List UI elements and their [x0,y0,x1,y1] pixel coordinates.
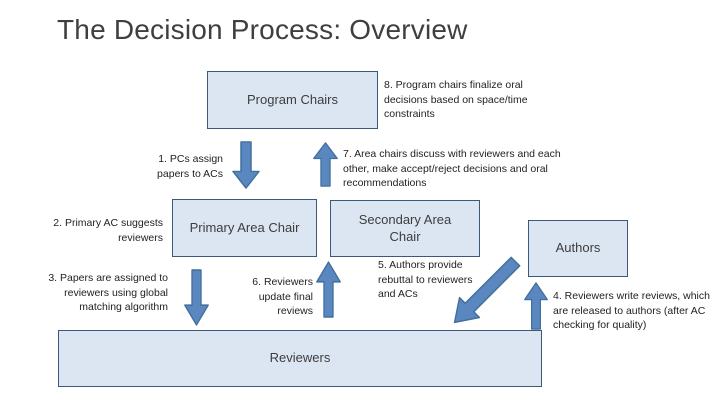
arrow-reviewers-to-ac-up-icon [315,261,342,318]
arrow-authors-to-reviewers-diagonal-icon [443,250,526,333]
reviewers-box: Reviewers [58,330,542,387]
secondary-area-chair-label: Secondary Area Chair [358,212,452,244]
step-2-text: 2. Primary AC suggests reviewers [53,217,163,244]
step-5-text: 5. Authors provide rebuttal to reviewers… [378,259,473,301]
arrow-ac-to-pc-up-icon [312,142,339,187]
program-chairs-label: Program Chairs [246,91,339,107]
reviewers-label: Reviewers [269,350,331,366]
step-8-text: 8. Program chairs finalize oral decision… [384,79,528,121]
slide-title: The Decision Process: Overview [57,14,468,45]
secondary-area-chair-box: Secondary Area Chair [330,200,480,257]
primary-area-chair-box: Primary Area Chair [172,199,317,257]
arrow-reviewers-to-authors-up-icon [523,282,549,330]
primary-area-chair-label: Primary Area Chair [189,219,300,235]
authors-label: Authors [555,240,601,256]
step-1-text: 1. PCs assign papers to ACs [157,153,223,180]
step-7-text: 7. Area chairs discuss with reviewers an… [343,148,561,190]
step-4-text: 4. Reviewers write reviews, which are re… [553,290,710,332]
authors-box: Authors [528,220,628,277]
program-chairs-box: Program Chairs [207,71,378,129]
step-3-text: 3. Papers are assigned to reviewers usin… [48,272,168,314]
arrow-pc-to-primary-ac-down-icon [231,141,261,189]
step-6-text: 6. Reviewers update final reviews [252,276,313,318]
arrow-primary-ac-to-reviewers-down-icon [183,269,210,326]
